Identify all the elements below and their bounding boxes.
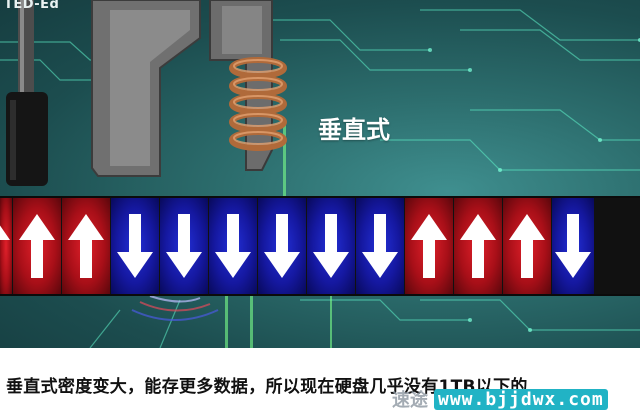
circuit-background bbox=[0, 0, 640, 348]
arrow-up-icon bbox=[460, 214, 496, 278]
arrow-up-icon bbox=[19, 214, 55, 278]
arrow-down-icon bbox=[117, 214, 153, 278]
arrow-down-icon bbox=[166, 214, 202, 278]
stylus-rod bbox=[6, 0, 48, 186]
up-bit-cell bbox=[454, 198, 502, 294]
watermark-url: www.bjjdwx.com bbox=[434, 388, 608, 410]
video-frame: TED-Ed 垂直式 bbox=[0, 0, 640, 348]
up-bit-cell bbox=[405, 198, 453, 294]
down-bit-cell bbox=[258, 198, 306, 294]
up-bit-cell bbox=[503, 198, 551, 294]
arrow-up-icon bbox=[411, 214, 447, 278]
up-bit-cell bbox=[62, 198, 110, 294]
watermark: 速途 www.bjjdwx.com bbox=[392, 388, 640, 411]
down-bit-cell bbox=[552, 198, 594, 294]
arrow-down-icon bbox=[555, 214, 591, 278]
arrow-up-icon bbox=[509, 214, 545, 278]
down-bit-cell bbox=[209, 198, 257, 294]
down-bit-cell bbox=[307, 198, 355, 294]
arrow-down-icon bbox=[264, 214, 300, 278]
magnetic-bit-strip bbox=[0, 196, 640, 296]
down-bit-cell bbox=[160, 198, 208, 294]
arrow-down-icon bbox=[215, 214, 251, 278]
arrow-down-icon bbox=[362, 214, 398, 278]
down-bit-cell bbox=[111, 198, 159, 294]
up-bit-cell bbox=[13, 198, 61, 294]
arrow-up-icon bbox=[0, 225, 10, 240]
watermark-cn-text: 速途 bbox=[392, 390, 428, 411]
down-bit-cell bbox=[356, 198, 404, 294]
arrow-up-icon bbox=[68, 214, 104, 278]
arrow-down-icon bbox=[313, 214, 349, 278]
up-bit-cell bbox=[0, 198, 12, 294]
subtitle-text: 垂直式密度变大，能存更多数据，所以现在硬盘几乎没有1TB以下的 bbox=[6, 377, 528, 397]
brand-text: TED-Ed bbox=[4, 0, 60, 12]
mode-label: 垂直式 bbox=[318, 116, 390, 144]
